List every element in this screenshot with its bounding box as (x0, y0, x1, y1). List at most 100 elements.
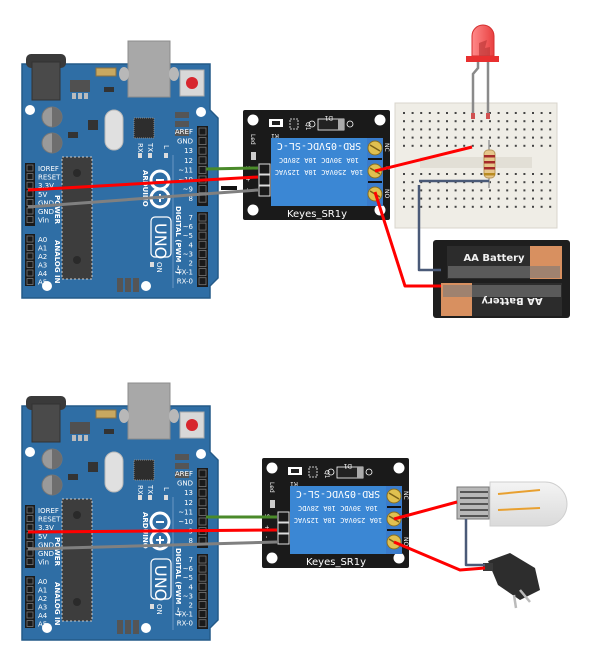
breadboard-hole (489, 128, 491, 131)
digital-pin-label: ~5 (183, 574, 193, 582)
terminal-label: NC (402, 491, 409, 500)
screw-slot (388, 492, 400, 500)
breadboard-hole (471, 128, 474, 131)
breadboard-hole (403, 197, 405, 200)
breadboard-hole (428, 205, 431, 208)
breadboard-hole (532, 173, 534, 175)
analog-pin-socket (26, 261, 34, 268)
power-pin-label: GND (38, 199, 54, 207)
breadboard-hole (437, 136, 440, 139)
l-label: L (162, 487, 170, 491)
breadboard-hole (437, 128, 440, 131)
digital-pin-label: TX-1 (176, 269, 193, 277)
digital-pin-socket (198, 591, 207, 600)
mounting-hole (141, 281, 151, 291)
breadboard-hole (446, 197, 448, 200)
digital-pin-socket (198, 277, 207, 286)
breadboard-hole (454, 128, 457, 131)
breadboard-hole (506, 173, 509, 175)
breadboard-hole (549, 197, 552, 200)
bulb-filament (497, 507, 541, 511)
breadboard-hole (514, 189, 517, 192)
breadboard-hole (403, 112, 405, 114)
rx-led (138, 495, 142, 500)
breadboard-hole (463, 189, 466, 192)
breadboard-hole (514, 120, 517, 123)
wire-relay-c-to-resistor (374, 145, 473, 173)
relay-body (271, 138, 367, 206)
breadboard-hole (471, 189, 474, 192)
breadboard-hole (497, 120, 500, 123)
breadboard-hole (471, 197, 474, 200)
battery-1-shine (448, 266, 560, 278)
breadboard-hole (428, 144, 431, 147)
relay-spec-1: 10A 250VAC 10A 125VAC (294, 516, 383, 524)
usb-chip (133, 117, 155, 139)
icsp-header (175, 112, 189, 118)
breadboard-hole (463, 112, 466, 114)
digital-pin-socket (198, 564, 207, 573)
chip-notch (73, 169, 81, 177)
digital-pin-socket (198, 137, 207, 145)
digital-pin-label: GND (177, 480, 193, 488)
rx-label: RX (136, 143, 144, 153)
digital-pin-label: 8 (189, 195, 193, 203)
breadboard-hole (514, 173, 517, 175)
digital-pin-label: RX-0 (177, 620, 193, 628)
breadboard-hole (523, 112, 526, 114)
capacitor-shade (52, 133, 62, 153)
breadboard-hole (480, 128, 483, 131)
r1-body (272, 121, 280, 125)
breadboard-hole (532, 120, 534, 123)
plug-body (488, 553, 540, 600)
breadboard-hole (540, 189, 543, 192)
voltage-regulator (70, 422, 90, 434)
power-pin-label: RESET (38, 516, 61, 524)
digital-pin-label: 2 (189, 260, 193, 268)
digital-pin-socket (198, 231, 207, 240)
digital-pin-socket (198, 517, 207, 526)
reg-pin (84, 435, 88, 441)
digital-header-label: DIGITAL (PWM ~) (174, 548, 182, 616)
digital-pin-label: ~9 (183, 186, 193, 194)
breadboard-hole (446, 112, 448, 114)
digital-pin-label: AREF (175, 470, 193, 478)
reset-button-cap (186, 77, 198, 89)
breadboard-hole (532, 181, 534, 184)
breadboard-hole (437, 189, 440, 192)
mounting-hole (393, 462, 405, 474)
digital-pin-socket (198, 146, 207, 155)
breadboard-hole (403, 173, 405, 175)
breadboard-hole (454, 197, 457, 200)
wire-5v-bottom (27, 528, 278, 534)
breadboard-hole (514, 112, 517, 114)
breadboard-hole (497, 112, 500, 114)
digital-pin-label: GND (177, 138, 193, 146)
breadboard-hole (420, 136, 423, 139)
breadboard-hole (471, 205, 474, 208)
reg-pin (72, 435, 76, 441)
wire-gnd (27, 188, 259, 209)
breadboard-hole (403, 144, 405, 147)
power-pin-socket (26, 216, 34, 224)
usb-mount (169, 67, 179, 81)
breadboard-hole (454, 173, 457, 175)
power-pin-socket (26, 164, 34, 172)
breadboard-hole (514, 197, 517, 200)
tx-label: TX (146, 142, 154, 152)
chip-notch (73, 256, 81, 264)
wire-battery-negative (417, 185, 441, 272)
l-label: L (162, 145, 170, 149)
analog-pin-label: A3 (38, 604, 47, 612)
breadboard-hole (549, 181, 552, 184)
wire-gnd-shrink (221, 186, 237, 190)
status-led (270, 500, 275, 508)
resistor-band (484, 167, 495, 170)
breadboard-hole (428, 136, 431, 139)
breadboard-hole (497, 173, 500, 175)
breadboard-hole (420, 197, 423, 200)
breadboard-hole (411, 181, 414, 184)
